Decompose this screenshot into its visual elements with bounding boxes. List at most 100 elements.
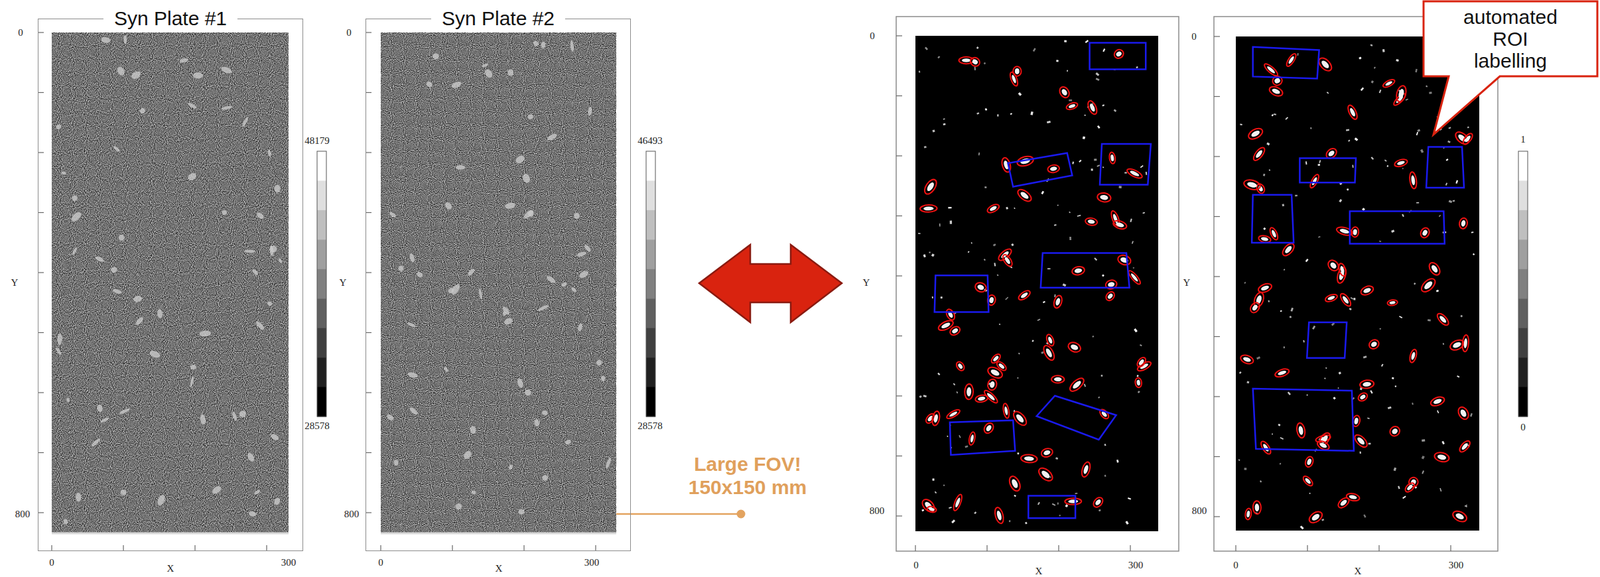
label-image (915, 35, 1159, 532)
particle-blob (462, 449, 473, 461)
speckle (1055, 457, 1059, 460)
speckle (940, 296, 943, 299)
colorbar-step (317, 210, 327, 241)
roi-ellipse (1387, 299, 1398, 306)
speckle (993, 262, 996, 267)
particle-blob (55, 346, 63, 356)
particle-blob (179, 57, 190, 64)
particle-blob (199, 413, 207, 425)
speckle (953, 383, 956, 387)
roi-ellipse (1251, 145, 1267, 163)
particle-blob (220, 105, 233, 111)
particle-blob (524, 389, 532, 397)
colorbar-step (646, 269, 656, 300)
axis-tick (896, 515, 903, 517)
speckle (1054, 224, 1057, 227)
noise-image-bg (380, 32, 617, 534)
speckle (1069, 236, 1072, 241)
particle-blob (478, 288, 483, 300)
speckle (1116, 459, 1119, 464)
colorbar-step (646, 387, 656, 418)
roi-ellipse (1085, 99, 1099, 116)
axis-label: 0 (1191, 31, 1197, 43)
roi-ellipse (1239, 353, 1255, 365)
axis-tick (365, 212, 372, 213)
particle-blob (273, 496, 282, 507)
axis-tick (266, 545, 267, 552)
speckle (1098, 509, 1102, 512)
speckle (1421, 439, 1425, 442)
speckle (1084, 114, 1086, 117)
particle-blob (251, 268, 259, 276)
axis-tick (896, 35, 903, 36)
roi-ellipse (1274, 367, 1291, 379)
background-roi-box (1253, 388, 1354, 452)
particle (989, 380, 996, 389)
speckle (1127, 497, 1132, 501)
speckle (1142, 212, 1145, 214)
speckle (1263, 173, 1266, 177)
speckle (1097, 125, 1101, 129)
axis-tick (122, 545, 124, 552)
roi-ellipse (1324, 293, 1338, 304)
axis-label: 28578 (304, 420, 330, 432)
colorbar-step (646, 357, 656, 388)
axis-tick (37, 92, 44, 93)
plot-frame: Syn Plate #2 (365, 18, 631, 552)
roi-ellipse (1393, 157, 1409, 168)
particle-blob (189, 376, 195, 389)
plot-title: Syn Plate #2 (431, 6, 566, 31)
particle-blob (577, 323, 584, 332)
speckle (1382, 49, 1386, 53)
particle (977, 396, 986, 401)
roi-ellipse (974, 394, 988, 403)
particle (1261, 236, 1269, 242)
plot-frame: Syn Plate #1 (37, 18, 304, 552)
speckle (1030, 111, 1033, 116)
particle (1397, 88, 1405, 99)
fov-note: Large FOV! 150x150 mm (664, 453, 831, 499)
speckle (983, 258, 986, 261)
speckle (1238, 459, 1241, 462)
speckle (948, 506, 952, 509)
roi-ellipse (1359, 379, 1375, 390)
particle-blob (193, 72, 203, 79)
speckle (958, 435, 961, 438)
speckle (1346, 188, 1350, 192)
axis-tick (365, 512, 372, 513)
particle (1410, 175, 1416, 186)
speckle (1421, 455, 1425, 460)
axis-tick (1450, 545, 1451, 552)
particle-blob (157, 309, 164, 319)
speckle (967, 251, 970, 254)
speckle (1373, 66, 1376, 69)
particle-blob (514, 154, 526, 166)
particle-blob (96, 403, 104, 413)
particle (1246, 510, 1251, 519)
speckle (1308, 492, 1311, 495)
particle-blob (408, 405, 419, 416)
speckle (932, 296, 934, 299)
speckle (1037, 319, 1041, 322)
particle-blob (199, 330, 211, 337)
speckle (1062, 283, 1067, 287)
axis-tick (365, 452, 372, 454)
particle-blob (119, 488, 127, 497)
speckle (1008, 520, 1011, 523)
roi-ellipse (989, 352, 1002, 365)
roi-ellipse (948, 325, 962, 337)
speckle (1013, 207, 1016, 210)
speckle (1325, 367, 1327, 369)
particle-blob (587, 106, 593, 117)
roi-ellipse (1301, 474, 1315, 488)
speckle (1279, 437, 1284, 440)
axis-tick (37, 31, 44, 33)
particle (1463, 338, 1468, 349)
speckle (1363, 355, 1368, 359)
roi-ellipse (1108, 151, 1116, 164)
noise-image (380, 32, 617, 534)
particle (1107, 281, 1116, 288)
colorbar-outline (646, 151, 656, 417)
particle (966, 387, 972, 397)
speckle (1078, 159, 1082, 163)
